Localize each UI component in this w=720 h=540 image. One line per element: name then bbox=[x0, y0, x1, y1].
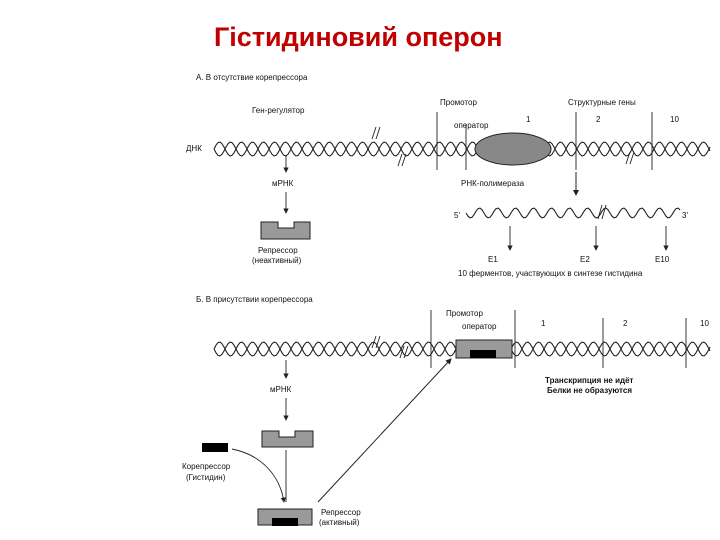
repressor-inactive-line2: (неактивный) bbox=[252, 256, 302, 265]
mrna-label-a: мРНК bbox=[272, 179, 294, 188]
mrna-label-b: мРНК bbox=[270, 385, 292, 394]
mrna-3-end: 3' bbox=[682, 211, 688, 220]
inactive-repressor-shape bbox=[260, 221, 311, 240]
enzyme-e1-label: E1 bbox=[488, 255, 498, 264]
operator-label-a: оператор bbox=[454, 121, 489, 130]
bound-corepressor bbox=[470, 350, 496, 358]
status-line2: Белки не образуются bbox=[547, 386, 632, 395]
promoter-label-a: Промотор bbox=[440, 98, 477, 107]
gene-number-10-a: 10 bbox=[670, 115, 679, 124]
active-repressor-corepressor bbox=[272, 518, 298, 526]
repressor-before-binding bbox=[261, 430, 314, 448]
repressor-active-line2: (активный) bbox=[319, 518, 360, 527]
promoter-label-b: Промотор bbox=[446, 309, 483, 318]
status-line1: Транскрипция не идёт bbox=[545, 376, 634, 385]
corepressor-line2: (Гистидин) bbox=[186, 473, 226, 482]
gene-number-1-a: 1 bbox=[526, 115, 531, 124]
corepressor-block bbox=[202, 443, 228, 452]
dna-helix-a bbox=[213, 126, 711, 167]
slide-title: Гістидиновий оперон bbox=[214, 22, 503, 52]
panel-b-heading: Б. В присутствии корепрессора bbox=[196, 295, 313, 304]
corepressor-binding-arrow bbox=[231, 448, 286, 503]
rna-polymerase-blob bbox=[474, 132, 552, 166]
repressor-inactive-line1: Репрессор bbox=[258, 246, 298, 255]
structural-genes-label: Структурные гены bbox=[568, 98, 636, 107]
panel-a-heading: А. В отсутствие корепрессора bbox=[196, 73, 308, 82]
gene-regulator-label: Ген-регулятор bbox=[252, 106, 305, 115]
repressor-to-operator-arrow bbox=[317, 358, 452, 503]
enzyme-e10-label: E10 bbox=[655, 255, 670, 264]
gene-number-10-b: 10 bbox=[700, 319, 709, 328]
rna-polymerase-label: РНК-полимераза bbox=[461, 179, 525, 188]
gene-number-2-b: 2 bbox=[623, 319, 628, 328]
operator-label-b: оператор bbox=[462, 322, 497, 331]
corepressor-line1: Корепрессор bbox=[182, 462, 231, 471]
dna-label: ДНК bbox=[186, 144, 202, 153]
gene-number-1-b: 1 bbox=[541, 319, 546, 328]
enzyme-e2-label: E2 bbox=[580, 255, 590, 264]
mrna-5-end: 5' bbox=[454, 211, 460, 220]
enzymes-caption: 10 ферментов, участвующих в синтезе гист… bbox=[458, 269, 643, 278]
repressor-active-line1: Репрессор bbox=[321, 508, 361, 517]
mrna-strand bbox=[465, 204, 681, 220]
gene-number-2-a: 2 bbox=[596, 115, 601, 124]
